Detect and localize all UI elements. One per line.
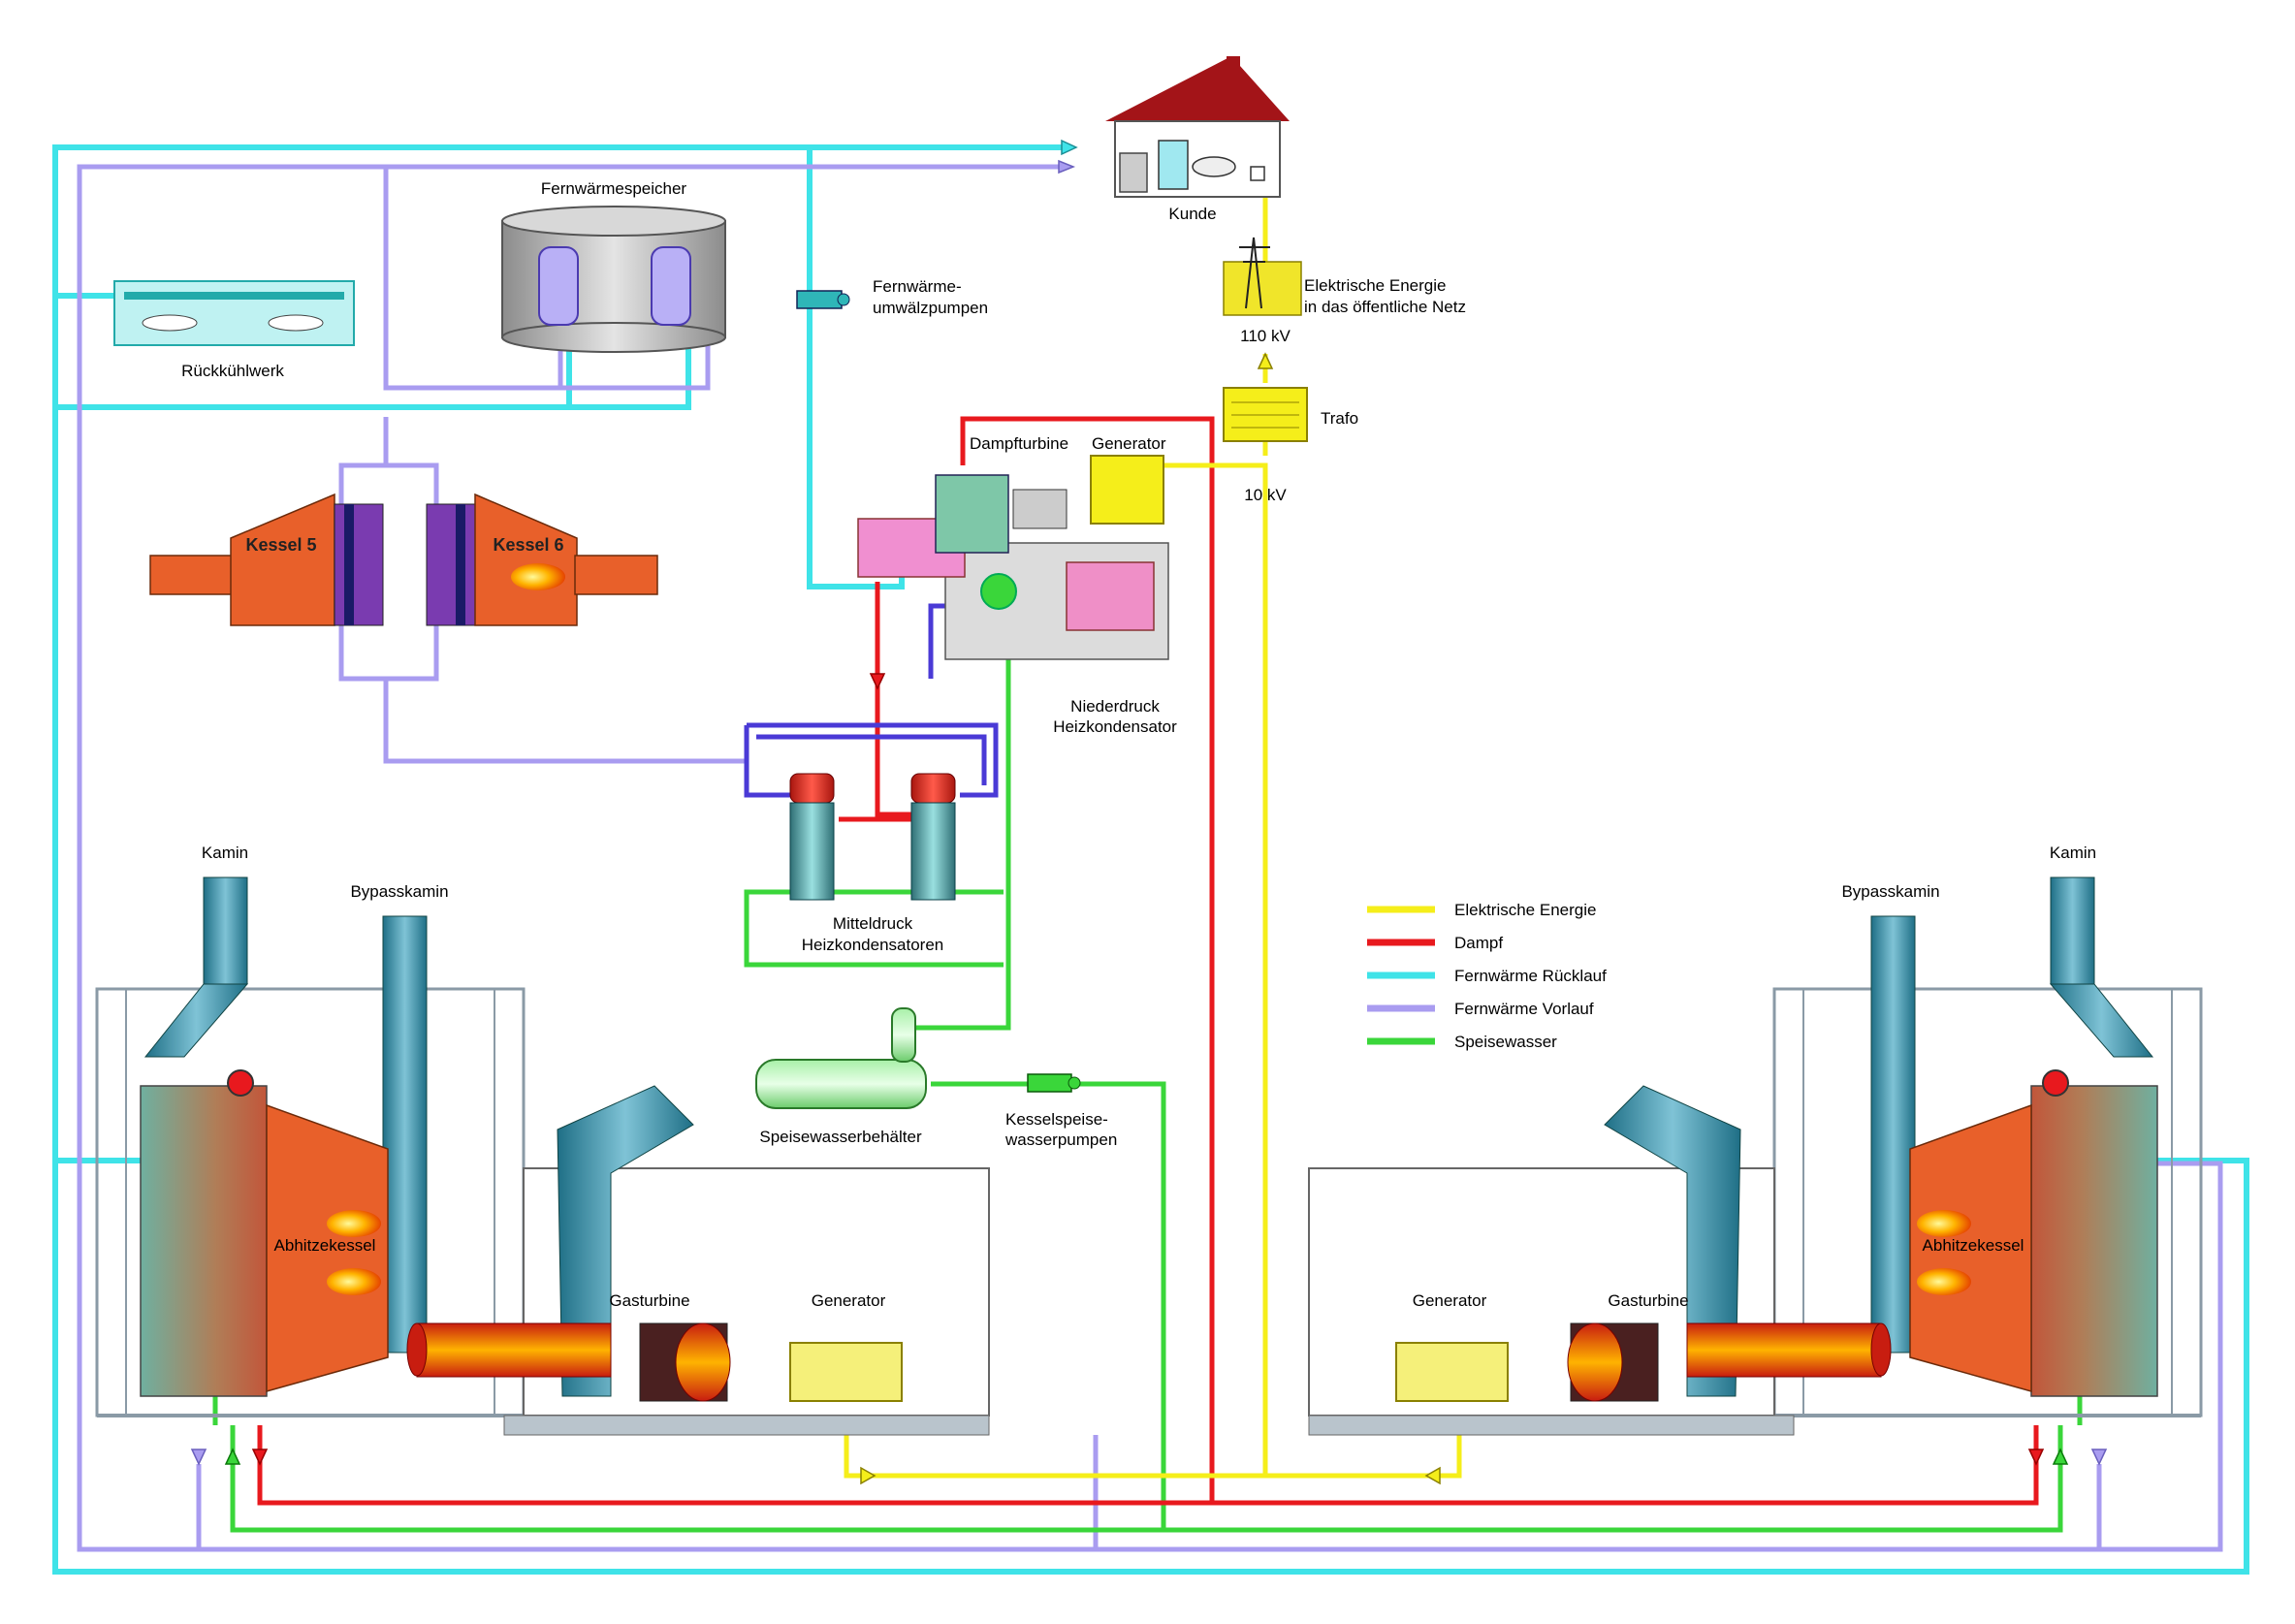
- left-bypass-label: Bypasskamin: [350, 882, 448, 901]
- legend-label: Dampf: [1454, 934, 1503, 952]
- kessel6-label: Kessel 6: [493, 535, 563, 555]
- public-grid: Elektrische Energie in das öffentliche N…: [1223, 237, 1466, 345]
- transformer: Trafo 10 kV: [1223, 387, 1358, 504]
- right-gasturbine-label: Gasturbine: [1608, 1291, 1688, 1310]
- steam-turbine-set: Dampfturbine Generator Niederdruck Heizk…: [857, 434, 1177, 736]
- right-generator-label: Generator: [1413, 1291, 1487, 1310]
- legend-label: Speisewasser: [1454, 1033, 1557, 1051]
- district-heat-return-lines: [52, 144, 2249, 1575]
- electric-energy-label-2: in das öffentliche Netz: [1304, 298, 1466, 316]
- circ-pumps-label-2: umwälzpumpen: [873, 299, 988, 317]
- circ-pumps-label-1: Fernwärme-: [873, 277, 962, 296]
- mp-heat-condensers: Mitteldruck Heizkondensatoren: [789, 773, 956, 954]
- left-gt-plant: Kamin Bypasskamin Abhitzekessel Gasturbi…: [95, 844, 990, 1436]
- mp-condensers-label-1: Mitteldruck: [833, 914, 913, 933]
- left-stack-label: Kamin: [202, 844, 248, 862]
- district-heat-supply-lines: [77, 164, 2223, 1552]
- electric-energy-label-1: Elektrische Energie: [1304, 276, 1446, 295]
- lp-condenser-label-1: Niederdruck: [1070, 697, 1160, 716]
- left-gasturbine-label: Gasturbine: [609, 1291, 689, 1310]
- kv10-label: 10 kV: [1244, 486, 1287, 504]
- trafo-label: Trafo: [1321, 409, 1358, 428]
- right-gt-plant: Kamin Bypasskamin Abhitzekessel Gasturbi…: [1308, 844, 2203, 1436]
- right-bypass-label: Bypasskamin: [1841, 882, 1939, 901]
- lp-condenser-label-2: Heizkondensator: [1053, 717, 1177, 736]
- legend-label: Fernwärme Vorlauf: [1454, 1000, 1594, 1018]
- customer-house: Kunde: [1105, 56, 1290, 223]
- right-stack-label: Kamin: [2050, 844, 2096, 862]
- right-hrsg-label: Abhitzekessel: [1923, 1236, 2024, 1255]
- flow-arrows: [164, 139, 2124, 1485]
- top-generator-label: Generator: [1092, 434, 1166, 453]
- heat-storage-label: Fernwärmespeicher: [541, 179, 687, 198]
- circulation-pumps: Fernwärme- umwälzpumpen: [796, 277, 988, 317]
- mp-condensers-label-2: Heizkondensatoren: [802, 936, 943, 954]
- legend-label: Fernwärme Rücklauf: [1454, 967, 1607, 985]
- kv110-label: 110 kV: [1240, 327, 1291, 345]
- legend-label: Elektrische Energie: [1454, 901, 1596, 919]
- heat-storage-tank: Fernwärmespeicher: [501, 179, 726, 353]
- kessel5-label: Kessel 5: [245, 535, 316, 555]
- customer-label: Kunde: [1168, 205, 1216, 223]
- left-generator-label: Generator: [812, 1291, 886, 1310]
- cooling-tower: Rückkühlwerk: [113, 280, 355, 380]
- cooling-tower-label: Rückkühlwerk: [181, 362, 284, 380]
- feed-pumps-label-2: wasserpumpen: [1004, 1130, 1117, 1149]
- backup-boilers: Kessel 5 Kessel 6: [149, 493, 658, 626]
- boiler-feed-pumps: Kesselspeise- wasserpumpen: [1004, 1073, 1117, 1149]
- piping: [52, 139, 2249, 1575]
- feed-pumps-label-1: Kesselspeise-: [1005, 1110, 1108, 1129]
- feedwater-tank-label: Speisewasserbehälter: [759, 1128, 922, 1146]
- left-hrsg-label: Abhitzekessel: [274, 1236, 376, 1255]
- feedwater-tank: Speisewasserbehälter: [755, 1007, 927, 1146]
- steam-turbine-label: Dampfturbine: [970, 434, 1068, 453]
